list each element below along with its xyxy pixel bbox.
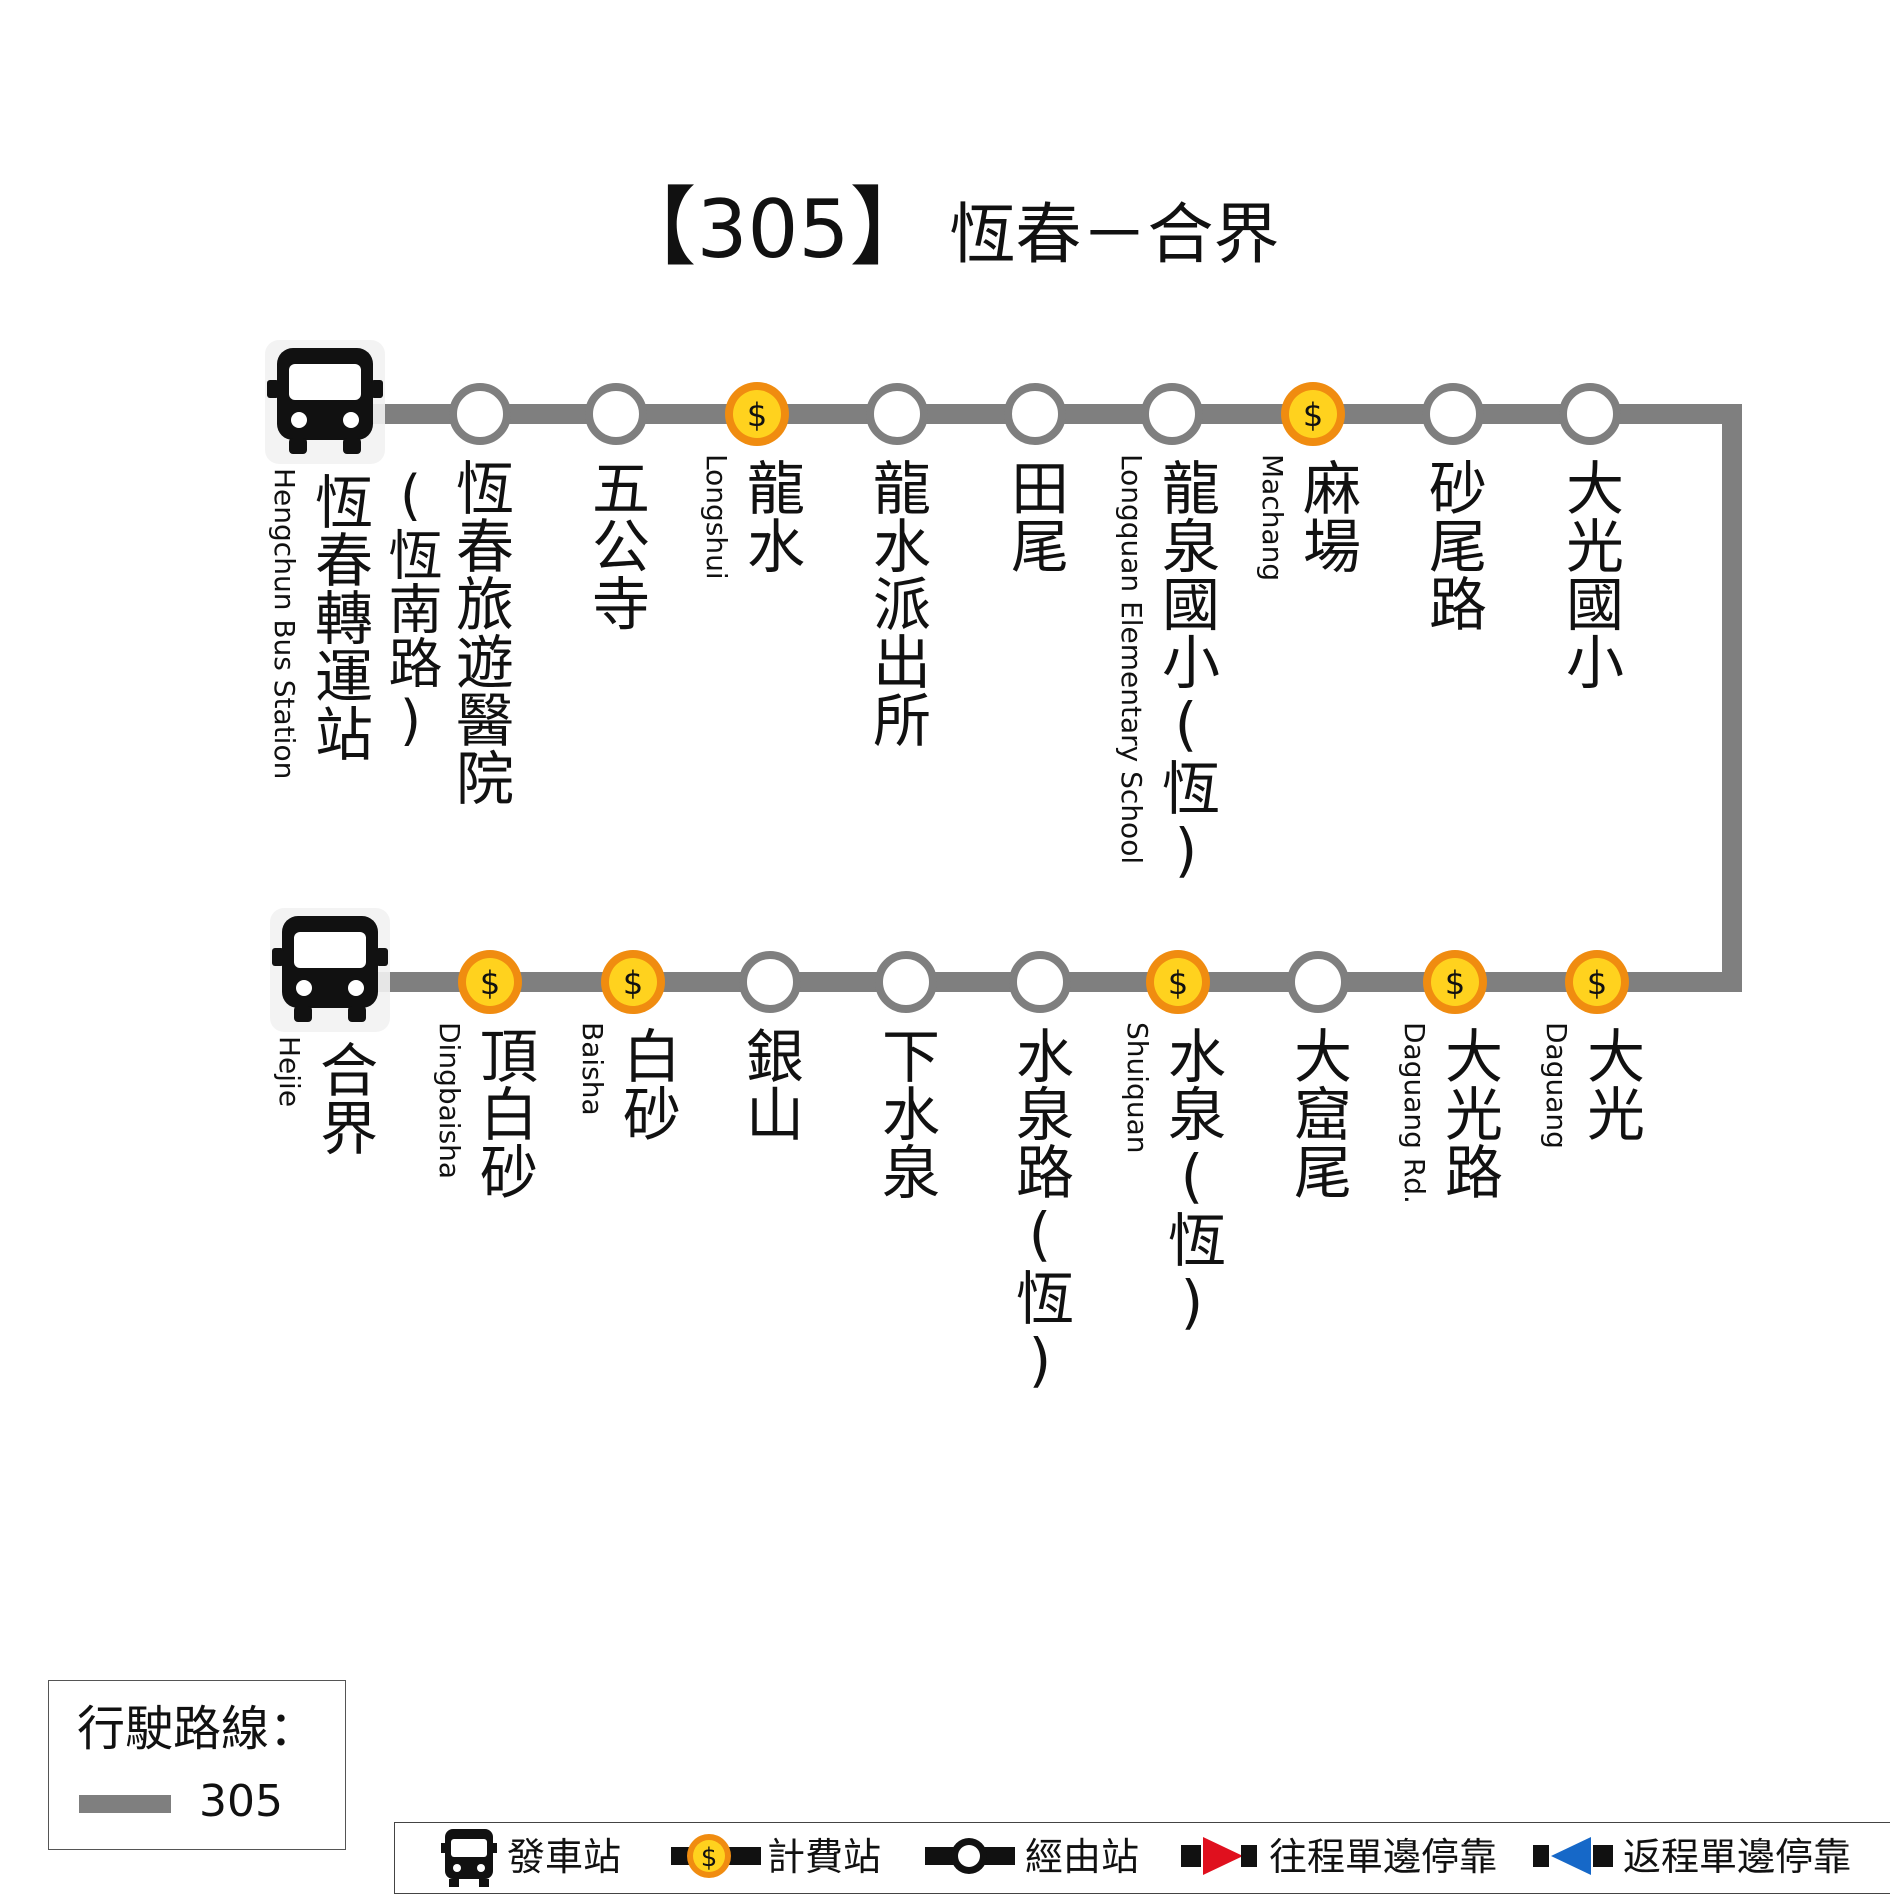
station-name: 水泉路(恆) — [1006, 1026, 1074, 1394]
red-arrow-icon — [1181, 1837, 1257, 1875]
title-route-number: 305 — [696, 183, 850, 276]
station-name: 下水泉 — [872, 1026, 940, 1200]
station-name-sub: (恆南路) — [379, 464, 442, 752]
fare-stop-icon-top-3: $ — [725, 382, 789, 446]
station-name: 龍水 — [737, 458, 805, 574]
svg-text:$: $ — [1587, 964, 1607, 1002]
station-name-en: Longquan Elementary School — [1115, 454, 1148, 865]
svg-text:$: $ — [623, 964, 643, 1002]
station-name-en: Longshui — [700, 454, 733, 580]
station-name: 頂白砂 — [470, 1026, 538, 1200]
legend-line-swatch — [79, 1795, 171, 1813]
svg-text:$: $ — [480, 964, 500, 1002]
station-name: 龍水派出所 — [863, 458, 931, 748]
key-label-outbound: 往程單邊停靠 — [1269, 1835, 1498, 1879]
fare-stop-icon-bottom-9: $ — [1565, 950, 1629, 1014]
station-name: 水泉(恆) — [1158, 1026, 1226, 1336]
legend-title: 行駛路線： — [77, 1701, 318, 1757]
station-name: 田尾 — [1001, 458, 1069, 574]
stop-circle-icon-bottom-5 — [1009, 951, 1071, 1013]
station-name-en: Dingbaisha — [433, 1022, 466, 1180]
symbol-key-bar: 發車站 $ 計費站 經由站 往程單邊停靠 — [394, 1822, 1890, 1894]
stop-circle-icon-top-8 — [1422, 383, 1484, 445]
title-close-bracket: 】 — [849, 178, 936, 278]
station-name-en: Hengchun Bus Station — [268, 468, 301, 780]
station-name: 龍泉國小(恆) — [1152, 458, 1220, 884]
legend-route-number: 305 — [199, 1776, 283, 1827]
station-name-en: Machang — [1256, 454, 1289, 582]
station-name: 合界 — [310, 1040, 378, 1156]
station-name: 銀山 — [736, 1026, 804, 1142]
station-name: 大光國小 — [1556, 458, 1624, 690]
svg-text:$: $ — [747, 396, 767, 434]
stop-circle-icon-top-1 — [449, 383, 511, 445]
svg-text:$: $ — [1303, 396, 1323, 434]
stop-icon — [925, 1838, 1015, 1874]
svg-text:$: $ — [1445, 964, 1465, 1002]
stop-circle-icon-bottom-7 — [1287, 951, 1349, 1013]
station-name-en: Hejie — [273, 1036, 306, 1108]
station-name: 恆春旅遊醫院 — [446, 458, 514, 806]
key-label-stop: 經由站 — [1025, 1835, 1140, 1879]
stop-circle-icon-bottom-4 — [875, 951, 937, 1013]
stop-circle-icon-top-9 — [1559, 383, 1621, 445]
bus-icon — [441, 1829, 497, 1887]
svg-text:$: $ — [1168, 964, 1188, 1002]
stop-circle-icon-top-4 — [866, 383, 928, 445]
key-label-return: 返程單邊停靠 — [1623, 1835, 1852, 1879]
route-legend: 行駛路線： 305 — [48, 1680, 346, 1850]
terminal-bus-icon-bottom-0 — [270, 908, 390, 1032]
station-name: 大窟尾 — [1284, 1026, 1352, 1200]
station-name-en: Daguang Rd. — [1398, 1022, 1431, 1204]
station-name: 麻場 — [1293, 458, 1361, 574]
station-name-en: Baisha — [576, 1022, 609, 1116]
page-title: 【305】恆春－合界 — [0, 178, 1890, 285]
fare-stop-icon-bottom-6: $ — [1146, 950, 1210, 1014]
svg-text:$: $ — [701, 1843, 718, 1873]
blue-arrow-icon — [1533, 1837, 1613, 1875]
station-name: 恆春轉運站 — [305, 472, 373, 762]
station-name-en: Shuiquan — [1121, 1022, 1154, 1154]
station-name: 砂尾路 — [1419, 458, 1487, 632]
title-open-bracket: 【 — [610, 178, 697, 278]
fare-icon: $ — [671, 1834, 761, 1878]
fare-stop-icon-top-7: $ — [1281, 382, 1345, 446]
stop-circle-icon-top-2 — [585, 383, 647, 445]
terminal-bus-icon-top-0 — [265, 340, 385, 464]
fare-stop-icon-bottom-8: $ — [1423, 950, 1487, 1014]
station-name-en: Daguang — [1540, 1022, 1573, 1149]
fare-stop-icon-bottom-2: $ — [601, 950, 665, 1014]
stop-circle-icon-bottom-3 — [739, 951, 801, 1013]
station-name: 大光路 — [1435, 1026, 1503, 1200]
key-label-fare: 計費站 — [767, 1835, 882, 1879]
station-name: 大光 — [1577, 1026, 1645, 1142]
stop-circle-icon-top-5 — [1004, 383, 1066, 445]
stop-circle-icon-top-6 — [1141, 383, 1203, 445]
fare-stop-icon-bottom-1: $ — [458, 950, 522, 1014]
key-label-terminal: 發車站 — [507, 1835, 622, 1879]
title-route-name: 恆春－合界 — [949, 196, 1280, 273]
station-name: 五公寺 — [582, 458, 650, 632]
station-name: 白砂 — [613, 1026, 681, 1142]
